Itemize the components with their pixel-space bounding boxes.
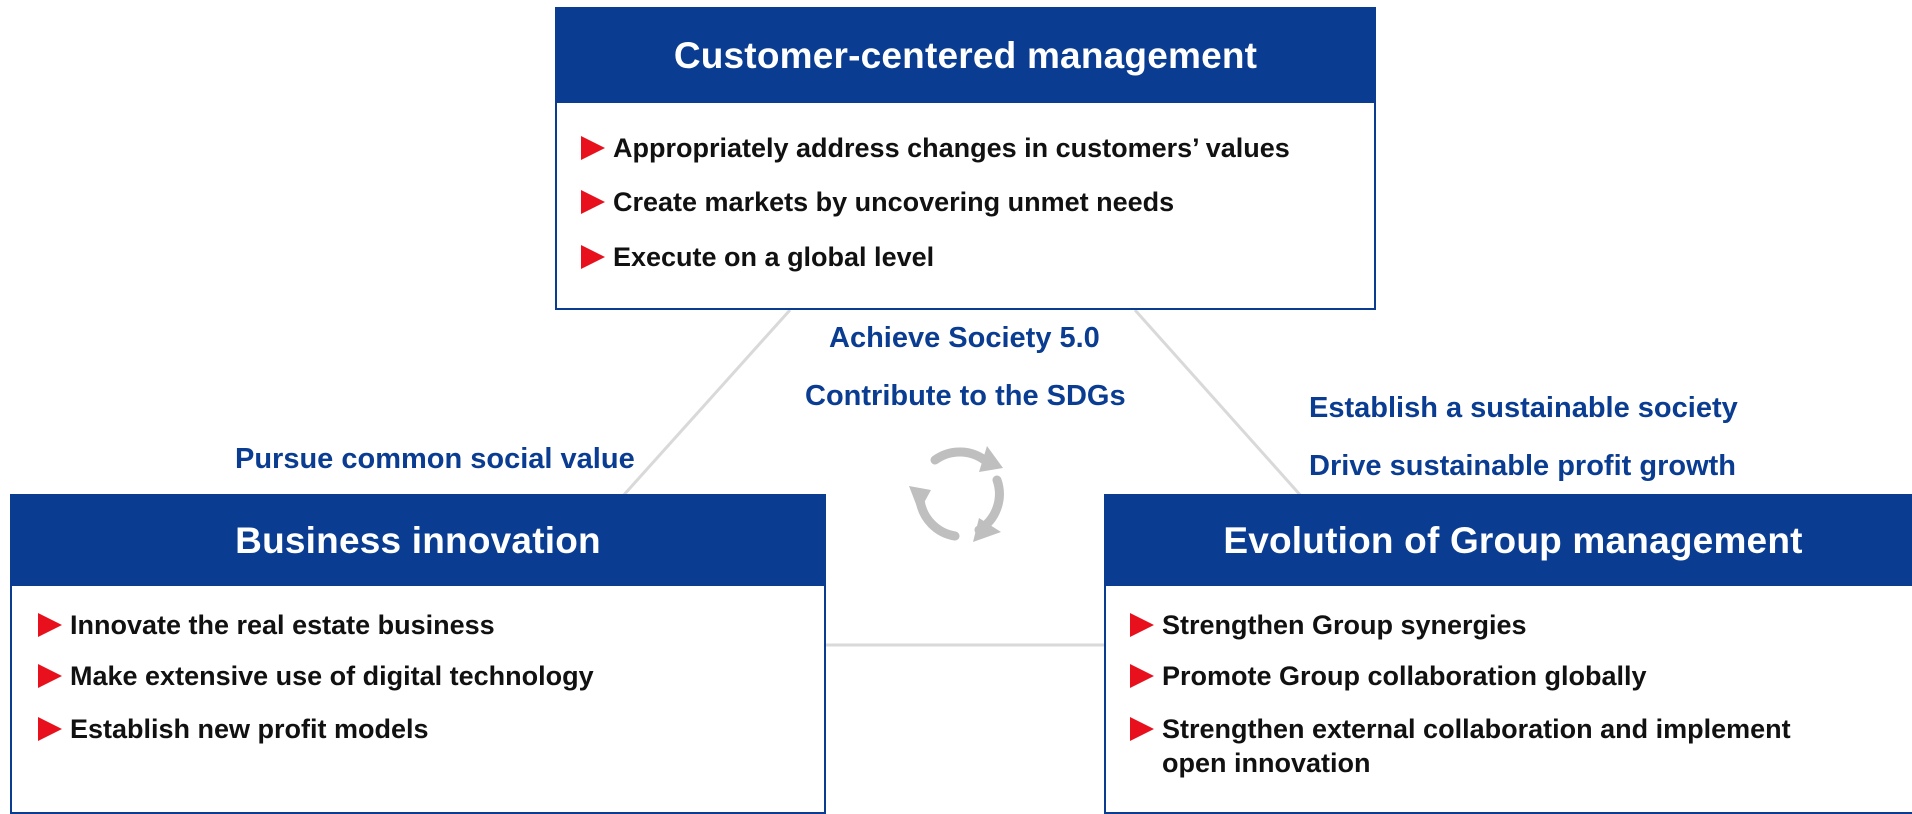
- list-item-text: Promote Group collaboration globally: [1162, 661, 1647, 691]
- list-item: Execute on a global level: [581, 240, 934, 274]
- list-item: Promote Group collaboration globally: [1130, 659, 1647, 693]
- list-item-text: Appropriately address changes in custome…: [613, 133, 1290, 163]
- red-arrow-icon: [38, 664, 62, 688]
- red-arrow-icon: [581, 136, 605, 160]
- left-caption: Pursue common social value: [235, 443, 635, 475]
- group-management-title: Evolution of Group management: [1106, 496, 1912, 586]
- connector-top-left: [620, 308, 792, 499]
- list-item-text: Establish new profit models: [70, 714, 429, 744]
- red-arrow-icon: [38, 717, 62, 741]
- group-management-box: Evolution of Group management Strengthen…: [1104, 494, 1912, 814]
- red-arrow-icon: [38, 613, 62, 637]
- list-item-text: Strengthen Group synergies: [1162, 610, 1527, 640]
- list-item: Make extensive use of digital technology: [38, 659, 594, 693]
- refresh-cycle-icon: [909, 446, 1004, 542]
- list-item-text: Innovate the real estate business: [70, 610, 495, 640]
- red-arrow-icon: [1130, 613, 1154, 637]
- list-item: Strengthen Group synergies: [1130, 608, 1527, 642]
- list-item: Establish new profit models: [38, 712, 429, 746]
- right-caption-society: Establish a sustainable society: [1309, 392, 1738, 424]
- center-caption-sdgs: Contribute to the SDGs: [805, 380, 1126, 412]
- list-item: Innovate the real estate business: [38, 608, 495, 642]
- customer-centered-box: Customer-centered management Appropriate…: [555, 7, 1376, 310]
- red-arrow-icon: [581, 245, 605, 269]
- list-item: Create markets by uncovering unmet needs: [581, 185, 1174, 219]
- list-item-text: Strengthen external collaboration and im…: [1162, 714, 1791, 778]
- business-innovation-box: Business innovation Innovate the real es…: [10, 494, 826, 814]
- list-item-text: Execute on a global level: [613, 242, 935, 272]
- list-item-text: Create markets by uncovering unmet needs: [613, 187, 1175, 217]
- business-innovation-title: Business innovation: [12, 496, 824, 586]
- right-caption-profit: Drive sustainable profit growth: [1309, 450, 1736, 482]
- list-item-text: Make extensive use of digital technology: [70, 661, 594, 691]
- list-item: Appropriately address changes in custome…: [581, 131, 1290, 165]
- customer-centered-title: Customer-centered management: [557, 9, 1374, 103]
- center-caption-society: Achieve Society 5.0: [829, 322, 1100, 354]
- red-arrow-icon: [1130, 664, 1154, 688]
- red-arrow-icon: [1130, 717, 1154, 741]
- red-arrow-icon: [581, 190, 605, 214]
- list-item: Strengthen external collaboration and im…: [1130, 712, 1860, 780]
- connector-top-right: [1133, 309, 1304, 498]
